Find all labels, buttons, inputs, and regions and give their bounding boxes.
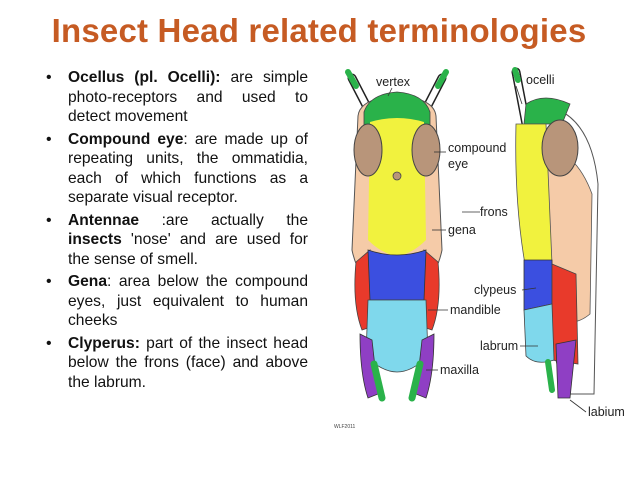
label-ocelli: ocelli xyxy=(526,73,555,87)
label-labium: labium xyxy=(588,405,625,419)
side-maxilla xyxy=(555,339,577,399)
front-maxilla-right xyxy=(415,333,435,399)
bullet-dot-icon: • xyxy=(46,334,52,352)
bullet-term: Gena xyxy=(68,273,107,290)
bullet-dot-icon: • xyxy=(46,130,52,148)
front-compound-eye-left xyxy=(353,123,383,177)
label-clypeus: clypeus xyxy=(474,283,516,297)
side-clypeus xyxy=(523,259,553,311)
bullet-text: :are actually the xyxy=(139,211,308,229)
bullet-term: Clyperus: xyxy=(68,334,140,352)
front-view-head xyxy=(345,69,449,402)
slide-title: Insect Head related terminologies xyxy=(51,12,587,49)
bullet-text: 'nose' and are used for the sense of sme… xyxy=(68,231,308,268)
bullet-dot-icon: • xyxy=(46,69,52,86)
label-frons: frons xyxy=(480,205,508,219)
front-compound-eye-right xyxy=(411,123,441,177)
leader-lines xyxy=(387,85,587,413)
bullet-dot-icon: • xyxy=(46,211,52,229)
side-view-head xyxy=(511,67,599,399)
front-palp-right xyxy=(408,360,424,402)
bullet-list: • Ocellus (pl. Ocelli): are simple photo-… xyxy=(42,68,308,395)
bullet-term: Ocellus (pl. Ocelli): xyxy=(68,69,221,86)
label-mandible: mandible xyxy=(450,303,501,317)
bullet-text: : are made up of repeating units, the om… xyxy=(68,130,308,207)
insect-head-diagram: vertex ocelli compound eye frons gena cl… xyxy=(334,67,625,430)
front-maxilla-left xyxy=(359,333,379,399)
side-palp xyxy=(545,359,555,393)
bullet-term: Compound eye xyxy=(68,130,184,148)
front-clypeus xyxy=(367,249,427,301)
front-palp-left xyxy=(370,360,386,402)
bullet-text: are simple photo-receptors and used to d… xyxy=(68,69,309,125)
bullet-item: • Antennae :are actually the insects 'nos… xyxy=(42,211,308,270)
front-ocellus-median xyxy=(392,171,402,181)
bullet-text: : area below the compound eyes, just equ… xyxy=(68,273,308,329)
figure-credit: WLF2011 xyxy=(334,424,356,430)
bullet-item: • Clyperus: part of the insect head below… xyxy=(42,334,308,393)
bullet-item: • Gena: area below the compound eyes, jus… xyxy=(42,272,308,331)
bullet-dot-icon: • xyxy=(46,273,52,290)
front-vertex xyxy=(363,91,431,127)
bullet-item: • Ocellus (pl. Ocelli): are simple photo-… xyxy=(42,68,308,127)
label-vertex: vertex xyxy=(376,75,411,89)
label-compound: compound xyxy=(448,141,506,155)
label-eye: eye xyxy=(448,157,468,171)
label-maxilla: maxilla xyxy=(440,363,479,377)
front-frons xyxy=(368,118,426,256)
bullet-term: insects xyxy=(68,231,122,248)
label-labrum: labrum xyxy=(480,339,518,353)
bullet-term: Antennae xyxy=(68,211,140,229)
bullet-text: part of the insect head below the frons … xyxy=(68,334,308,391)
side-compound-eye xyxy=(541,119,579,177)
label-gena: gena xyxy=(448,223,476,237)
side-labrum xyxy=(523,303,555,363)
bullet-item: • Compound eye: are made up of repeating … xyxy=(42,130,308,208)
